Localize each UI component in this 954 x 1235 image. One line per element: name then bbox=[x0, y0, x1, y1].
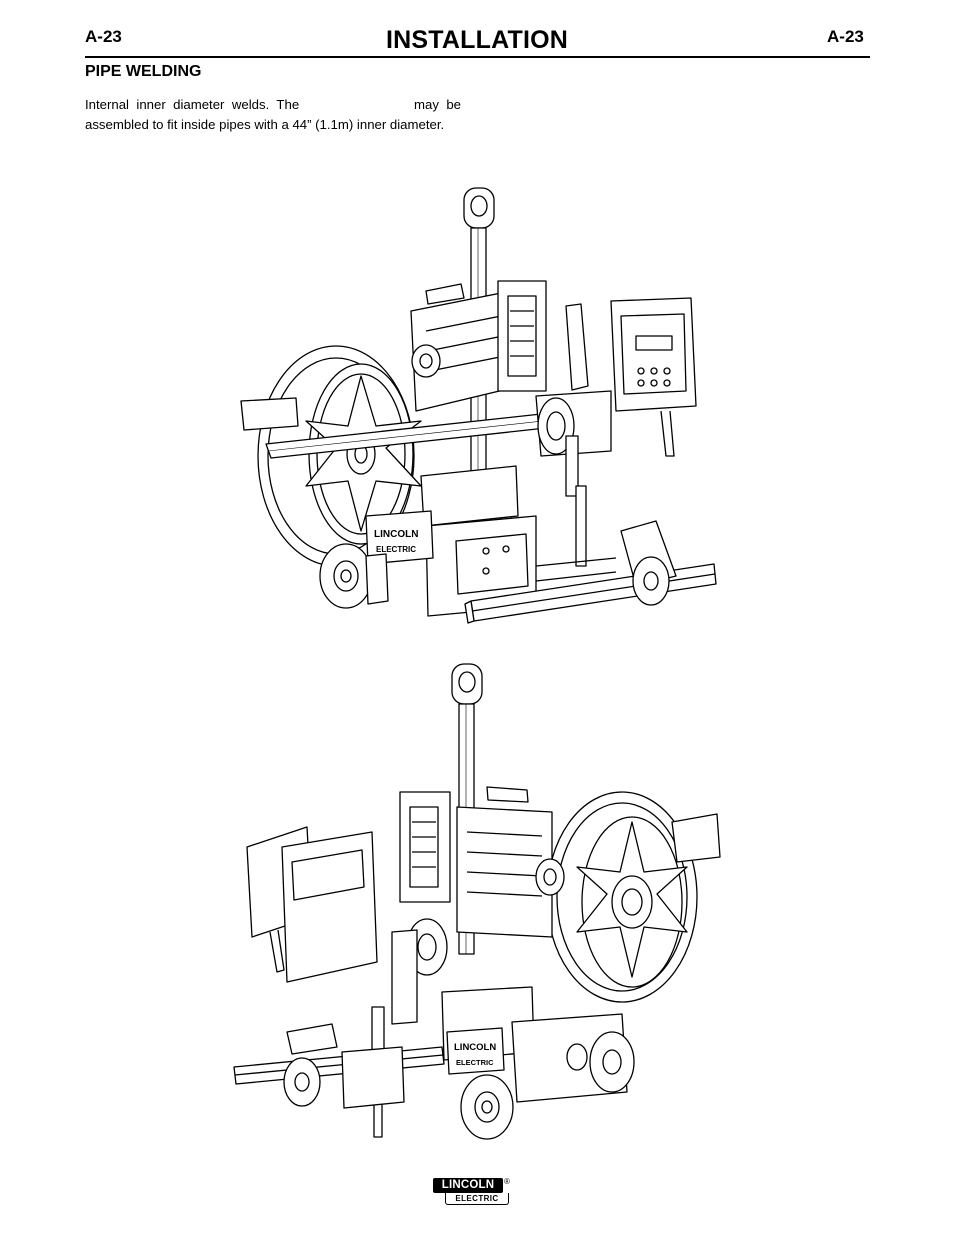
plate-text-top: LINCOLN bbox=[454, 1042, 496, 1053]
figure-tractor-rear: LINCOLN ELECTRIC bbox=[232, 662, 726, 1152]
lincoln-electric-logo: LINCOLN ® ELECTRIC bbox=[431, 1177, 511, 1207]
paragraph-rest: may be assembled to fit inside pipes wit… bbox=[85, 97, 461, 132]
logo-brand: LINCOLN bbox=[433, 1178, 503, 1193]
section-heading: PIPE WELDING bbox=[85, 63, 202, 80]
wire-reel-icon bbox=[546, 791, 721, 1003]
plate-text-bottom: ELECTRIC bbox=[376, 545, 416, 554]
page-title: INSTALLATION bbox=[385, 26, 568, 54]
body-paragraph: Internal inner diameter welds. The may b… bbox=[85, 95, 461, 135]
plate-text-bottom: ELECTRIC bbox=[456, 1058, 494, 1067]
figure-tractor-front: LINCOLN ELECTRIC bbox=[236, 186, 718, 636]
page-number-left: A-23 bbox=[85, 27, 122, 46]
logo-registered-mark: ® bbox=[504, 1177, 510, 1186]
lifting-eye-icon bbox=[463, 187, 495, 229]
lifting-eye-icon bbox=[451, 663, 483, 705]
header-rule bbox=[85, 56, 870, 58]
logo-subtext: ELECTRIC bbox=[445, 1193, 509, 1205]
page-number-right: A-23 bbox=[827, 27, 864, 46]
wire-reel-icon bbox=[257, 345, 422, 567]
plate-text-top: LINCOLN bbox=[374, 529, 418, 540]
control-pendant-icon bbox=[246, 826, 378, 983]
control-pendant-icon bbox=[565, 297, 697, 457]
paragraph-start: Internal inner diameter welds. The bbox=[85, 97, 300, 112]
